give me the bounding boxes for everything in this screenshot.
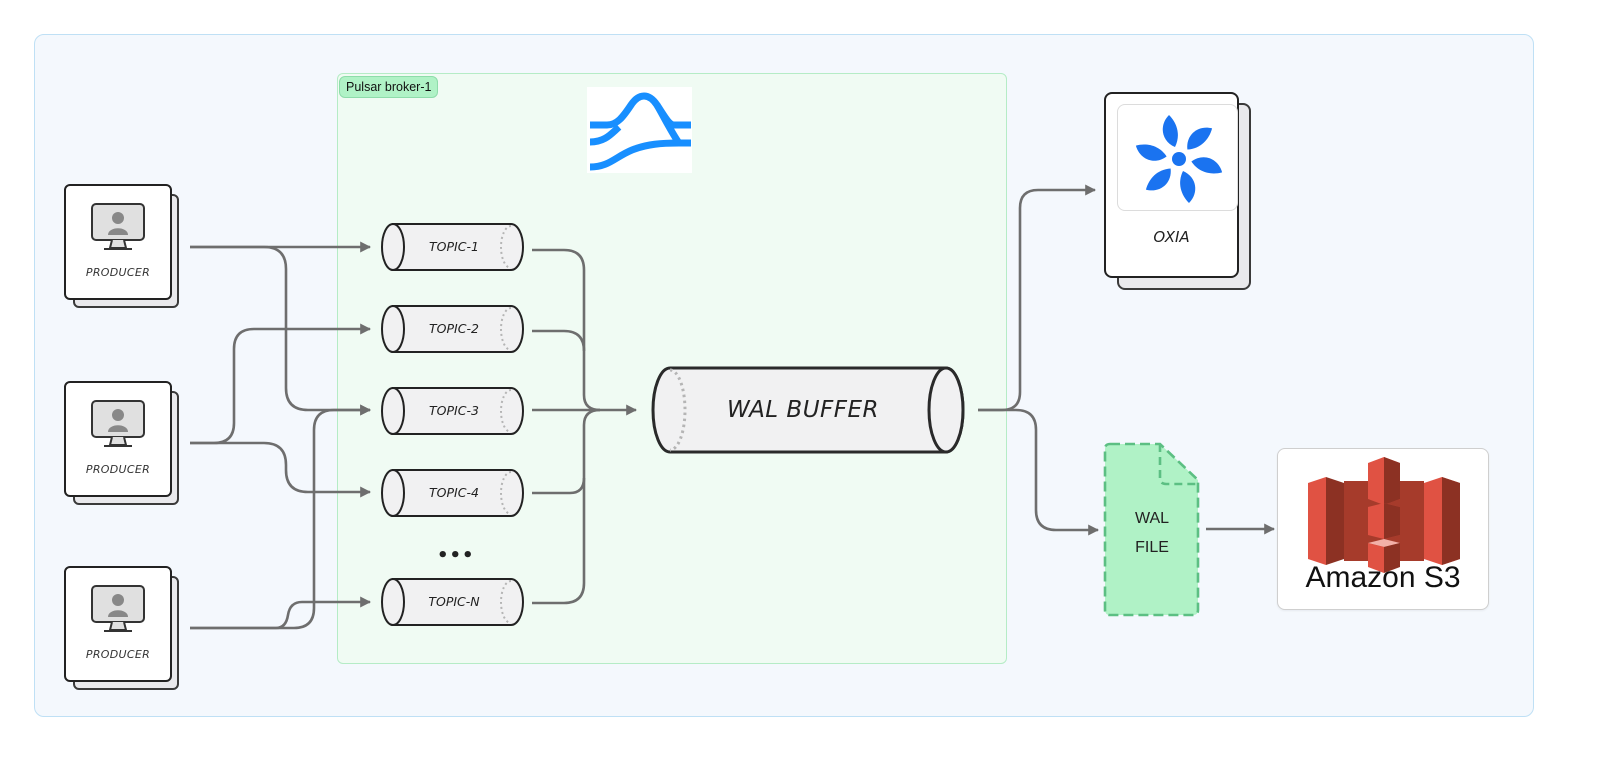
more-topics-ellipsis: ••• [437, 545, 475, 566]
monitor-user-icon [91, 400, 145, 447]
topic-n-label: TOPIC-N [428, 594, 480, 609]
connector-p3-t3 [190, 404, 372, 630]
producer-2[interactable]: PRODUCER [64, 381, 179, 505]
connector-wal-oxia [978, 184, 1097, 412]
connector-tn-wal [532, 408, 601, 605]
topic-1-label: TOPIC-1 [429, 239, 479, 254]
oxia-logo-icon [1117, 104, 1238, 211]
topic-3-cylinder[interactable] [381, 387, 524, 435]
topic-4-cylinder[interactable] [381, 469, 524, 517]
wal-buffer-label: WAL BUFFER [726, 397, 880, 423]
amazon-s3-node[interactable] [1277, 448, 1489, 610]
s3-bucket-icon [1308, 457, 1460, 573]
producer-label: PRODUCER [85, 648, 151, 661]
producer-label: PRODUCER [85, 463, 151, 476]
pulsar-logo-icon [587, 87, 692, 173]
topic-cylinders [381, 223, 524, 626]
connector-t2-wal [532, 329, 586, 352]
connector-wal-walfile [978, 408, 1100, 536]
amazon-s3-label: Amazon S3 [1305, 561, 1461, 594]
topic-3-label: TOPIC-3 [429, 403, 479, 418]
topic-1-cylinder[interactable] [381, 223, 524, 271]
wal-file-label-line1: WAL [1134, 510, 1170, 527]
connector-t1-wal [532, 248, 601, 412]
wal-file-label: WAL FILE [1104, 504, 1200, 562]
producer-3[interactable]: PRODUCER [64, 566, 179, 690]
topic-n-cylinder[interactable] [381, 578, 524, 626]
wal-file-icon[interactable] [1103, 442, 1200, 617]
monitor-user-icon [91, 585, 145, 632]
producer-1[interactable]: PRODUCER [64, 184, 179, 308]
topic-2-label: TOPIC-2 [429, 321, 479, 336]
oxia-label: OXIA [1153, 228, 1190, 246]
connector-t4-wal [532, 477, 586, 495]
connector-p2-t4 [190, 441, 372, 498]
wal-file-label-line2: FILE [1135, 539, 1169, 556]
topic-2-cylinder[interactable] [381, 305, 524, 353]
monitor-user-icon [91, 203, 145, 250]
broker-label: Pulsar broker-1 [339, 76, 439, 98]
connector-p3-tn [190, 596, 372, 630]
wal-buffer-cylinder[interactable] [651, 366, 965, 454]
connector-p2-t2 [190, 323, 372, 445]
producer-label: PRODUCER [85, 266, 151, 279]
topic-4-label: TOPIC-4 [429, 485, 479, 500]
